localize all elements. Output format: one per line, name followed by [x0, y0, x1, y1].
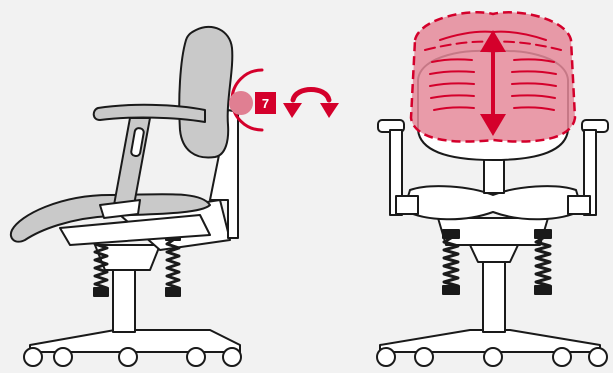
backrest: [178, 25, 234, 159]
armrest-left-front: [377, 119, 419, 216]
callout-badge: 7: [255, 92, 276, 114]
casters: [23, 347, 242, 367]
seat-cushion: [9, 193, 211, 243]
side-view-chair: [9, 25, 242, 367]
armrest-strut: [113, 117, 151, 206]
callout-number: 7: [262, 96, 269, 111]
rotate-arrows-icon: [283, 87, 339, 118]
seat-plate: [59, 214, 211, 246]
chair-base-front: [379, 261, 601, 353]
armrest-clamp: [99, 199, 141, 219]
spring-front-right: [534, 229, 552, 295]
armrest-right-front: [567, 119, 609, 216]
chair-base: [29, 267, 241, 353]
casters-front: [376, 347, 608, 367]
lift-collar: [469, 244, 519, 263]
armrest-slot: [130, 127, 145, 158]
vertical-double-arrow-icon: [480, 30, 506, 136]
height-adjust-highlight: [409, 11, 577, 143]
spring-front-left: [442, 229, 460, 295]
armrest-pad: [92, 103, 206, 123]
adjustment-knob-spot: [229, 91, 253, 115]
